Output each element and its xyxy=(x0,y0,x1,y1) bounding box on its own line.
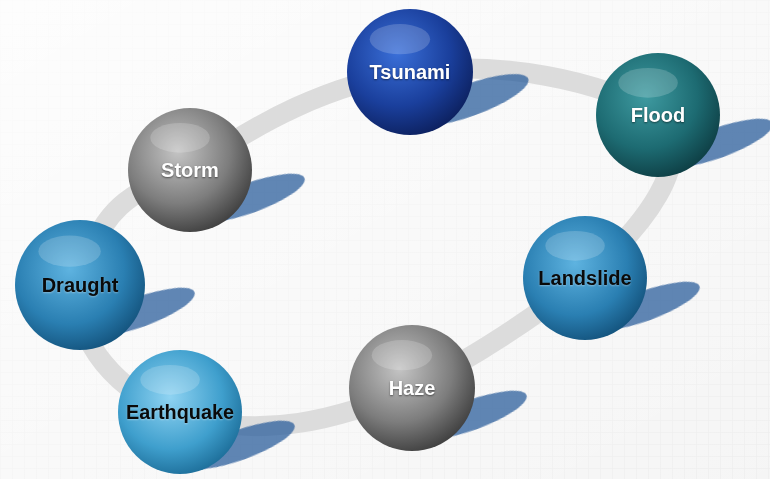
sphere-highlight xyxy=(140,365,200,395)
sphere-highlight xyxy=(150,123,210,153)
disaster-circle: Haze xyxy=(349,325,475,451)
sphere xyxy=(128,108,252,232)
sphere xyxy=(15,220,145,350)
node-label: Tsunami xyxy=(370,61,451,84)
sphere xyxy=(349,325,475,451)
node-label: Storm xyxy=(161,159,219,182)
sphere-highlight xyxy=(618,68,678,98)
disaster-circle: Earthquake xyxy=(118,350,242,474)
disaster-circle: Storm xyxy=(128,108,252,232)
node-label: Draught xyxy=(42,274,119,297)
node-label: Landslide xyxy=(538,267,631,290)
sphere xyxy=(596,53,720,177)
disaster-circle: Flood xyxy=(596,53,720,177)
disaster-circle: Tsunami xyxy=(347,9,473,135)
sphere-highlight xyxy=(545,231,605,261)
sphere xyxy=(118,350,242,474)
node-label: Haze xyxy=(389,377,436,400)
disaster-circle: Landslide xyxy=(523,216,647,340)
sphere-highlight xyxy=(372,340,432,370)
sphere xyxy=(347,9,473,135)
sphere xyxy=(523,216,647,340)
disaster-circle: Draught xyxy=(15,220,145,350)
sphere-highlight xyxy=(38,236,100,267)
sphere-highlight xyxy=(370,24,430,54)
node-label: Flood xyxy=(631,104,685,127)
node-label: Earthquake xyxy=(126,401,234,424)
